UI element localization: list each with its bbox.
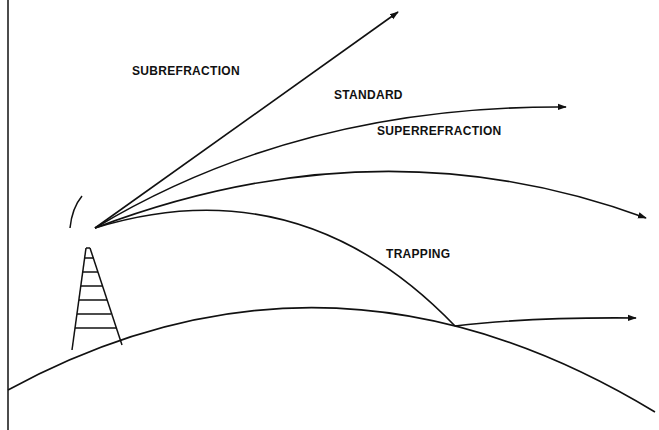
- earth-surface: [8, 308, 655, 412]
- ray-label: STANDARD: [334, 88, 403, 102]
- radar-tower: [70, 196, 122, 350]
- ray-label: SUBREFRACTION: [132, 64, 240, 78]
- ray-label: TRAPPING: [386, 247, 450, 261]
- ray-label: SUPERREFRACTION: [377, 124, 502, 138]
- ray-paths: [95, 12, 646, 326]
- frame-line: [7, 0, 9, 430]
